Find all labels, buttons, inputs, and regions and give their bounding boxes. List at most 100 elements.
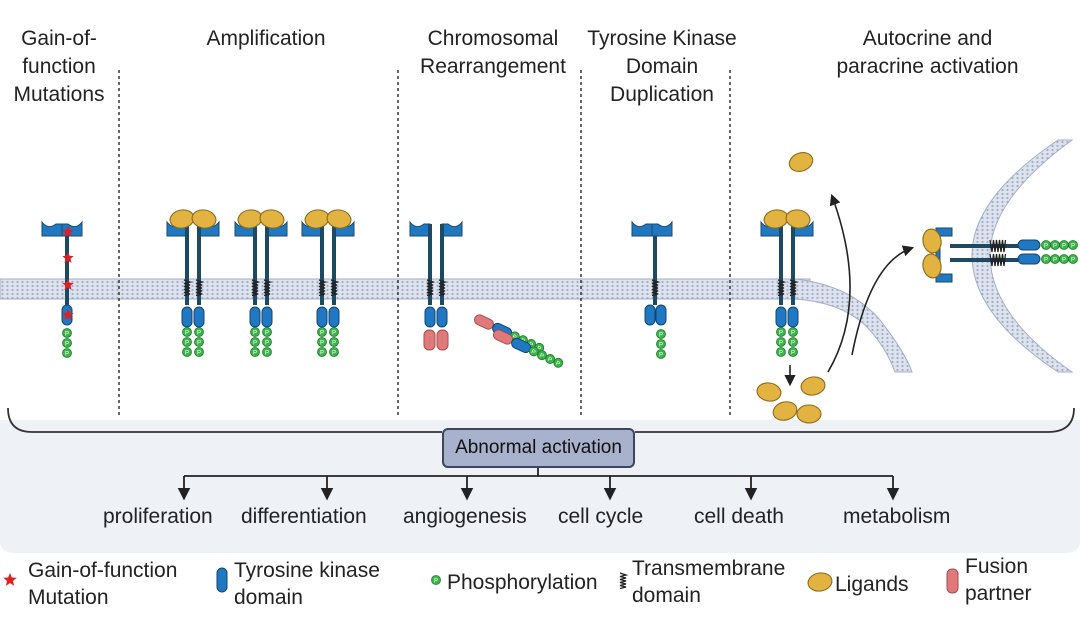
fusion-partner xyxy=(436,329,449,351)
receptor-stalk xyxy=(253,224,257,305)
phosphate-letter: P xyxy=(791,351,795,357)
phosphate-letter: P xyxy=(1071,258,1075,264)
header-chrom-text: Chromosomal Rearrangement xyxy=(420,27,566,78)
mutation-star xyxy=(62,309,74,320)
receptor-gain-of-function: PPP xyxy=(41,220,83,358)
ligand-blob xyxy=(922,253,942,279)
header-chromosomal-rearrangement: Chromosomal Rearrangement xyxy=(404,25,582,81)
transmembrane-icon xyxy=(619,572,629,590)
legend-mutation-label: Gain-of-function Mutation xyxy=(28,559,178,609)
phosphate-letter: P xyxy=(555,361,561,368)
phosphate-dot xyxy=(788,337,798,347)
outcome-angiogenesis: angiogenesis xyxy=(403,505,527,528)
phosphate-letter: P xyxy=(253,351,257,357)
fusion-partner xyxy=(473,314,495,330)
receptor-head xyxy=(441,220,463,237)
phosphate-letter: P xyxy=(65,342,69,348)
kinase-domain xyxy=(1017,239,1041,251)
phosphate-letter: P xyxy=(546,357,552,364)
kinase-domain xyxy=(1017,253,1041,265)
receptor-stalk xyxy=(950,244,1022,248)
phosphate-letter: P xyxy=(538,353,544,360)
phosphate-letter: P xyxy=(434,579,438,585)
phosphate-letter: P xyxy=(1053,244,1057,250)
receptor-head xyxy=(61,220,83,237)
phosphate-dot xyxy=(194,347,204,357)
receptor-stalk xyxy=(779,224,783,305)
transmembrane-zigzag xyxy=(263,279,273,297)
phosphate-letter: P xyxy=(253,341,257,347)
phosphate-letter: P xyxy=(791,331,795,337)
ligand-blob xyxy=(788,152,814,172)
phosphate-letter: P xyxy=(659,353,663,359)
phosphate-letter: P xyxy=(1071,244,1075,250)
phosphate-letter: P xyxy=(791,341,795,347)
header-autocrine: Autocrine and paracrine activation xyxy=(815,25,1040,81)
receptor-chromosomal xyxy=(409,220,463,351)
receptor-head xyxy=(41,220,63,237)
phosphate-letter: P xyxy=(1053,258,1057,264)
phosphate-dot xyxy=(329,327,339,337)
phosphate-dot xyxy=(62,348,72,358)
ligand-blob xyxy=(259,209,285,229)
legend-fusion-label: Fusion partner xyxy=(965,555,1032,605)
outcome-tree xyxy=(177,468,900,501)
phosphate-letter: P xyxy=(1044,258,1048,264)
phosphate-dot xyxy=(431,575,441,585)
legend-tm-label: Transmembrane domain xyxy=(632,557,786,607)
receptor-stalk xyxy=(791,224,795,305)
transmembrane-zigzag xyxy=(438,279,448,297)
phosphate-letter: P xyxy=(332,341,336,347)
legend-icons: P xyxy=(3,567,959,594)
phosphate-letter: P xyxy=(1062,258,1066,264)
receptor-stalk xyxy=(265,224,269,305)
ligand-blob xyxy=(326,209,352,229)
ligand-blob xyxy=(922,228,942,254)
header-amp-text: Amplification xyxy=(206,27,326,50)
outcome-panel xyxy=(0,420,1080,553)
legend-mutation: Gain-of-function Mutation xyxy=(28,557,177,611)
tyrosine-kinase-icon xyxy=(216,567,228,593)
receptor-stalk xyxy=(197,224,201,305)
header-gain-of-function: Gain-of- function Mutations xyxy=(4,25,114,109)
phosphate-letter: P xyxy=(1044,244,1048,250)
receptor-stalk xyxy=(320,224,324,305)
kinase-domain xyxy=(436,306,448,328)
ligand-blob xyxy=(800,376,826,396)
receptor-head xyxy=(651,220,673,237)
phosphate-letter: P xyxy=(65,332,69,338)
phosphate-dot xyxy=(250,347,260,357)
kinase-domain xyxy=(316,306,328,328)
phosphate-letter: P xyxy=(265,351,269,357)
section-separators xyxy=(118,70,731,418)
phosphate-dot xyxy=(194,337,204,347)
phosphate-dot xyxy=(329,347,339,357)
transmembrane-zigzag xyxy=(426,279,436,297)
transmembrane-zigzag xyxy=(989,253,1007,267)
header-gain-text: Gain-of- function Mutations xyxy=(13,27,105,106)
fusion-partner-icon xyxy=(946,568,959,594)
phosphate-letter: P xyxy=(265,341,269,347)
legend-ligands: Ligands xyxy=(835,571,909,598)
mutation-star xyxy=(62,226,74,237)
phosphate-dot xyxy=(194,327,204,337)
phosphate-letter: P xyxy=(320,331,324,337)
cell-membrane-curved xyxy=(794,278,913,373)
ligand-blob xyxy=(772,401,798,421)
fusion-partner xyxy=(423,329,436,351)
phosphate-letter: P xyxy=(659,333,663,339)
kinase-domain xyxy=(644,304,656,326)
kinase-domain xyxy=(787,306,799,328)
header-amplification: Amplification xyxy=(166,25,366,53)
phosphate-dot xyxy=(788,347,798,357)
ligand-blob xyxy=(756,382,782,402)
phosphate-letter: P xyxy=(185,331,189,337)
phosphate-letter: P xyxy=(185,351,189,357)
phosphate-letter: P xyxy=(197,331,201,337)
phosphate-letter: P xyxy=(779,351,783,357)
receptor-stalk xyxy=(65,236,69,305)
